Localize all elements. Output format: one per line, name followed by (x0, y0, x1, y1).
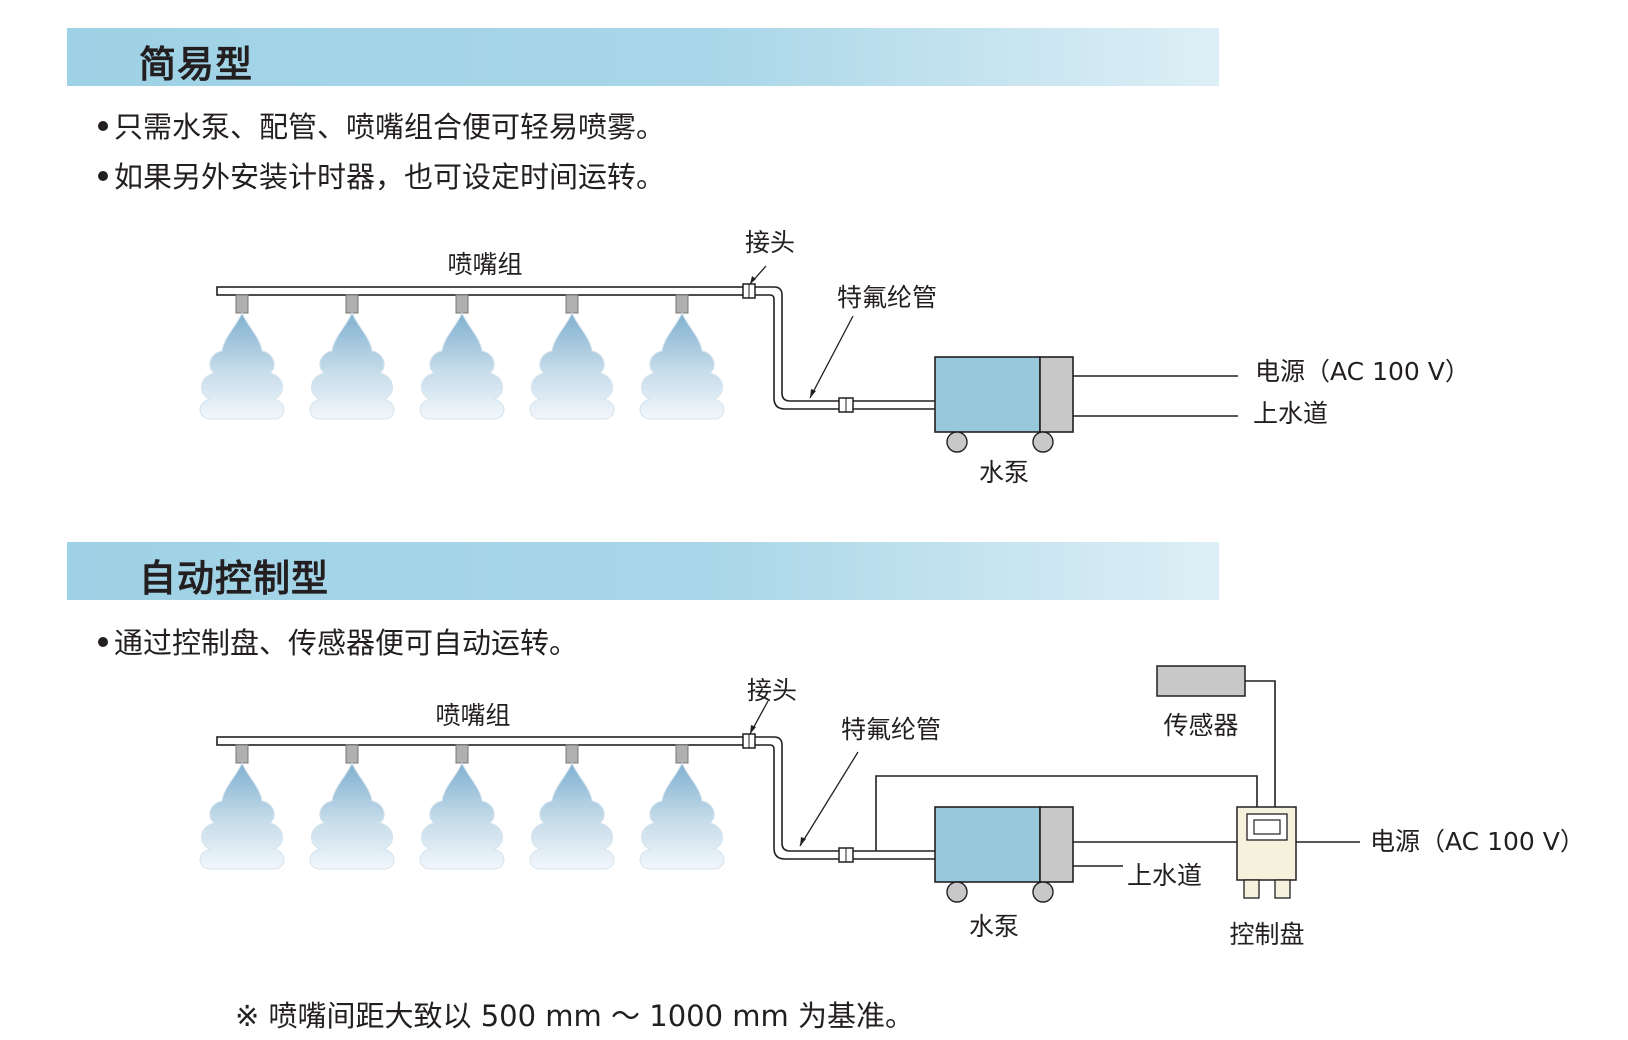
spray-mist-icon (419, 312, 505, 420)
spray-mist-icon (529, 312, 615, 420)
spray-mist-icon (309, 762, 395, 870)
water-pump (934, 806, 1074, 903)
diagram-auto: 喷嘴组 接头 特氟纶管 传感器 电源（AC 100 V） 上水道 水泵 控制盘 (199, 665, 1585, 949)
nozzle-icon (235, 744, 249, 764)
ptfe-tube (755, 736, 935, 852)
label-water-supply: 上水道 (1253, 399, 1328, 428)
label-pump: 水泵 (969, 912, 1019, 941)
label-joint: 接头 (745, 228, 795, 257)
nozzle-icon (675, 744, 689, 764)
section-title: 自动控制型 (139, 557, 329, 600)
wheel-icon (1032, 431, 1054, 453)
bullet-text: 只需水泵、配管、喷嘴组合便可轻易喷雾。 (114, 110, 666, 144)
nozzle-group (199, 744, 725, 870)
header-pipe (216, 286, 753, 296)
spray-mist-icon (639, 762, 725, 870)
label-control-panel: 控制盘 (1229, 920, 1304, 949)
signal-wire (875, 775, 1258, 851)
nozzle-icon (345, 744, 359, 764)
section-banner-simple: 简易型 (67, 28, 1219, 86)
sensor-wire (1245, 680, 1276, 807)
bullet-text: 如果另外安装计时器，也可设定时间运转。 (114, 160, 666, 194)
section-title: 简易型 (139, 43, 253, 86)
section-banner-auto: 自动控制型 (67, 542, 1219, 600)
header-pipe (216, 736, 753, 746)
label-joint: 接头 (747, 676, 797, 705)
bullet-item: 只需水泵、配管、喷嘴组合便可轻易喷雾。 (98, 104, 665, 146)
label-ptfe-tube: 特氟纶管 (837, 283, 937, 312)
nozzle-icon (565, 744, 579, 764)
bullet-item: 通过控制盘、传感器便可自动运转。 (98, 620, 578, 662)
diagram-simple: 喷嘴组 接头 特氟纶管 电源（AC 100 V） 上水道 水泵 (199, 228, 1470, 487)
label-power: 电源（AC 100 V） (1370, 827, 1585, 856)
bullet-dot-icon (98, 637, 108, 647)
spray-mist-icon (419, 762, 505, 870)
label-nozzle-group: 喷嘴组 (435, 701, 510, 730)
ptfe-tube (755, 286, 935, 402)
spray-mist-icon (199, 762, 285, 870)
wheel-icon (946, 431, 968, 453)
bullet-item: 如果另外安装计时器，也可设定时间运转。 (98, 154, 665, 196)
wheel-icon (946, 881, 968, 903)
wheel-icon (1032, 881, 1054, 903)
spray-mist-icon (199, 312, 285, 420)
nozzle-icon (565, 294, 579, 314)
nozzle-icon (235, 294, 249, 314)
nozzle-group (199, 294, 725, 420)
label-sensor: 传感器 (1163, 711, 1238, 740)
nozzle-icon (675, 294, 689, 314)
footnote: ※ 喷嘴间距大致以 500 mm ～ 1000 mm 为基准。 (235, 999, 914, 1033)
spray-mist-icon (309, 312, 395, 420)
nozzle-icon (455, 294, 469, 314)
control-panel (1236, 806, 1297, 899)
bullet-text: 通过控制盘、传感器便可自动运转。 (114, 626, 579, 660)
bullet-dot-icon (98, 121, 108, 131)
nozzle-icon (455, 744, 469, 764)
label-pump: 水泵 (979, 458, 1029, 487)
sensor-icon (1156, 665, 1246, 697)
label-power: 电源（AC 100 V） (1255, 357, 1470, 386)
nozzle-icon (345, 294, 359, 314)
bullet-dot-icon (98, 171, 108, 181)
water-pump (934, 356, 1074, 453)
spray-mist-icon (639, 312, 725, 420)
label-ptfe-tube: 特氟纶管 (841, 715, 941, 744)
spray-mist-icon (529, 762, 615, 870)
label-nozzle-group: 喷嘴组 (447, 250, 522, 279)
label-water-supply: 上水道 (1127, 861, 1202, 890)
